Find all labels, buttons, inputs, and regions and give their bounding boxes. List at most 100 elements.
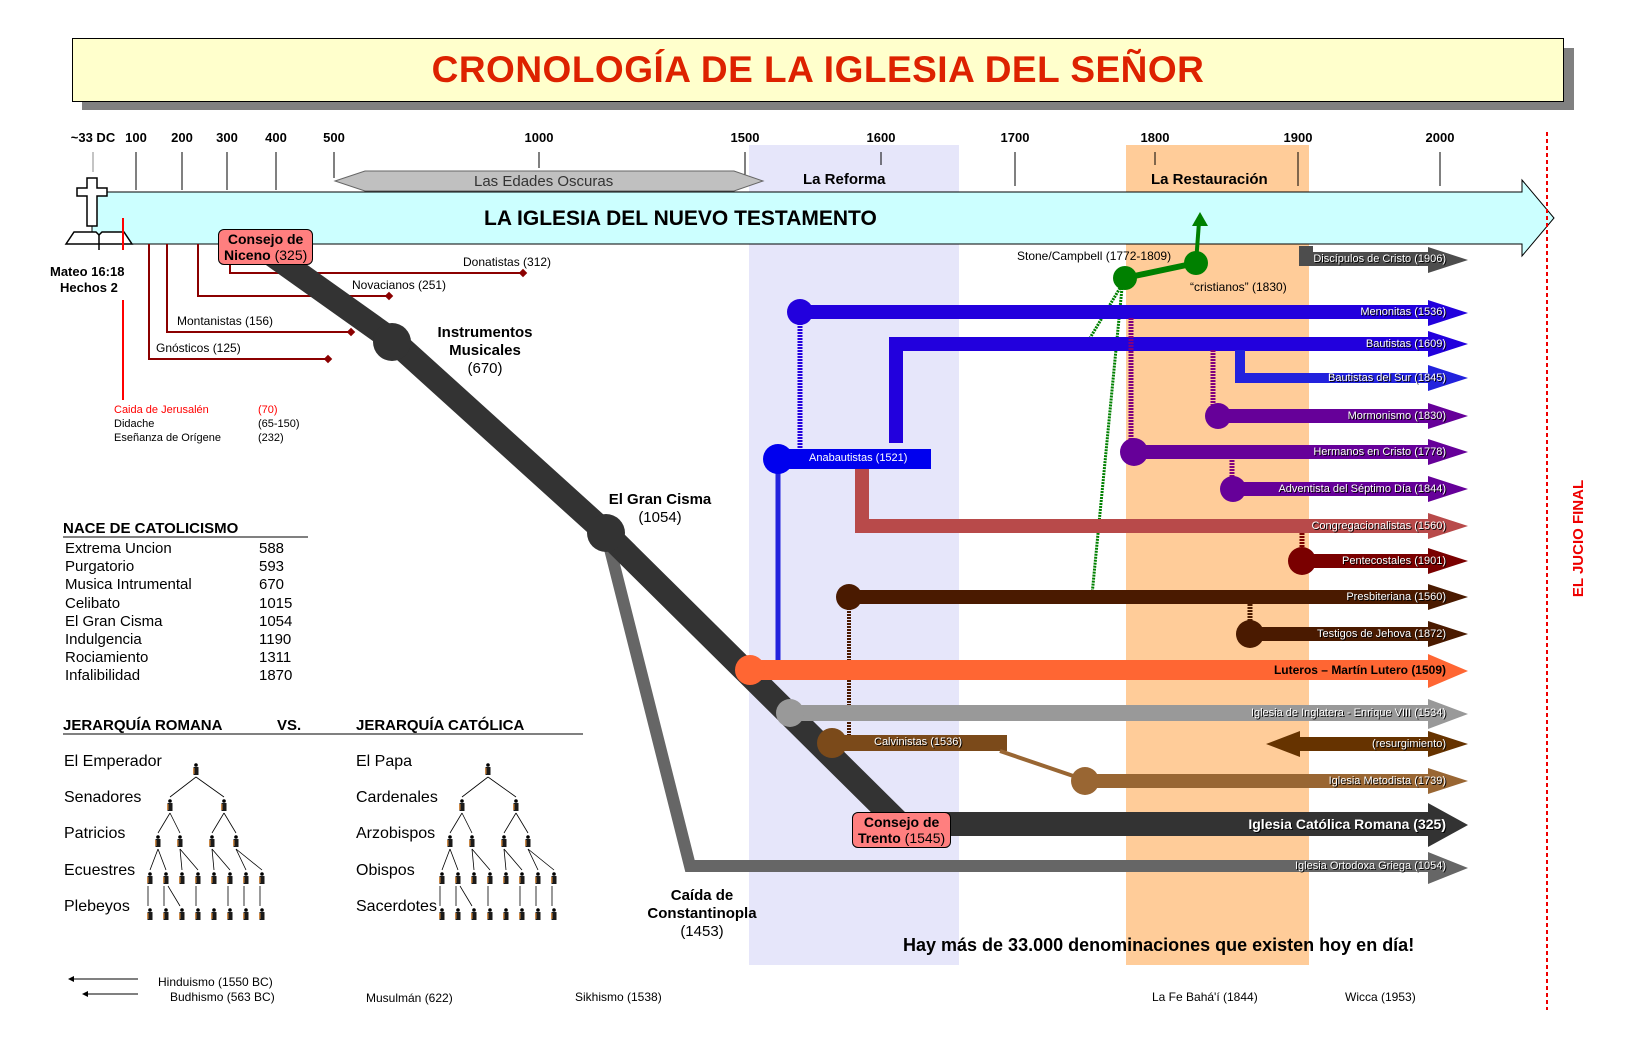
novatians-label: Novacianos (251)	[352, 278, 447, 292]
catholicism-item-name: Purgatorio	[65, 558, 135, 576]
denominations-note: Hay más de 33.000 denominaciones que exi…	[903, 935, 1415, 955]
tick-lines	[92, 152, 1441, 190]
tree-branch	[471, 848, 491, 871]
religion-bahai: La Fe Bahá'í (1844)	[1152, 990, 1258, 1004]
catholic-level-label: Cardenales	[356, 789, 438, 806]
tick-400: 400	[265, 130, 287, 145]
donatists-line	[229, 262, 523, 274]
page-title: CRONOLOGÍA DE LA IGLESIA DEL SEÑOR	[431, 49, 1205, 90]
tree-branch	[235, 848, 263, 871]
schism-label: El Gran Cisma	[608, 491, 712, 508]
person-icon	[513, 799, 519, 811]
tree-branch	[179, 848, 183, 871]
tree-branch	[441, 848, 451, 871]
donatists-label: Donatistas (312)	[463, 255, 552, 269]
catholicism-row: Rociamiento 1311	[65, 649, 291, 667]
person-icon	[501, 835, 507, 847]
event-jerusalem: Caida de Jerusalén	[114, 404, 209, 416]
anabaptists-label: Anabautistas (1521)	[809, 452, 908, 464]
gnostics-line	[148, 244, 328, 360]
tree-branch	[449, 812, 463, 834]
denom-resurgimiento: (resurgimiento)	[1372, 738, 1446, 750]
person-icon	[455, 908, 461, 920]
new-testament-label: LA IGLESIA DEL NUEVO TESTAMENTO	[484, 207, 877, 230]
tree-branch	[169, 776, 197, 798]
orthodox-branch	[600, 531, 1430, 872]
person-icon	[535, 908, 541, 920]
person-icon	[211, 908, 217, 920]
event-origen-year: (232)	[258, 432, 284, 444]
catholicism-item-name: El Gran Cisma	[65, 612, 163, 630]
event-jerusalem-year: (70)	[258, 404, 278, 416]
montanists-label: Montanistas (156)	[177, 314, 274, 328]
hierarchy-trees	[147, 763, 557, 920]
constantinople-milestone: Caída de Constantinopla (1453)	[642, 887, 762, 941]
tree-branch	[503, 812, 517, 834]
catholicism-item-year: 588	[259, 540, 285, 557]
catholicism-item-name: Musica Intrumental	[65, 576, 192, 594]
person-icon	[147, 908, 153, 920]
person-icon	[195, 872, 201, 884]
vs-label: VS.	[277, 717, 302, 734]
person-icon	[163, 908, 169, 920]
catholic-level-label: El Papa	[356, 753, 413, 770]
trent-year: (1545)	[904, 830, 946, 846]
denom-testigos: Testigos de Jehova (1872)	[1316, 628, 1446, 640]
stone-campbell-node	[1113, 266, 1137, 290]
roman-level-label: El Emperador	[64, 753, 162, 770]
tree-branch	[503, 848, 507, 871]
tick-1500: 1500	[730, 130, 760, 145]
tree-branch	[179, 848, 199, 871]
roman-hierarchy-heading: JERARQUÍA ROMANA	[63, 717, 223, 734]
denom-menonitas: Menonitas (1536)	[1360, 306, 1446, 318]
religion-wicca: Wicca (1953)	[1345, 990, 1416, 1004]
instruments-label-1: Instrumentos	[437, 324, 533, 341]
roman-level-label: Patricios	[64, 825, 126, 842]
council-trent: Consejo de Trento (1545)	[852, 812, 952, 848]
catholicism-item-name: Rociamiento	[65, 649, 149, 667]
person-icon	[221, 799, 227, 811]
catholicism-item-year: 1870	[259, 667, 293, 685]
gnostics-end	[323, 354, 333, 364]
donatists-end	[518, 268, 528, 278]
denom-metodista: Iglesia Metodista (1739)	[1328, 775, 1446, 787]
person-icon	[503, 908, 509, 920]
person-icon	[259, 908, 265, 920]
tree-branch	[167, 885, 181, 907]
catholicism-item-year: 1311	[259, 649, 292, 667]
cross-bible-icon	[64, 177, 134, 250]
denom-ortodoxa: Iglesia Ortodoxa Griega (1054)	[1294, 860, 1446, 872]
person-icon	[179, 908, 185, 920]
person-icon	[227, 908, 233, 920]
person-icon	[177, 835, 183, 847]
person-icon	[155, 835, 161, 847]
montanists-line	[166, 244, 351, 333]
gnostics-label: Gnósticos (125)	[156, 341, 241, 355]
nicaea-name: Niceno	[224, 247, 271, 263]
person-icon	[503, 872, 509, 884]
tree-branch	[211, 848, 231, 871]
catholicism-heading: NACE DE CATOLICISMO	[63, 520, 239, 537]
person-icon	[243, 908, 249, 920]
tree-branch	[157, 812, 171, 834]
person-icon	[167, 799, 173, 811]
denom-presbiteriana: Presbiteriana (1560)	[1346, 591, 1446, 603]
person-icon	[459, 799, 465, 811]
tree-branch	[461, 812, 473, 834]
person-icon	[163, 872, 169, 884]
religion-hinduism: Hinduismo (1550 BC)	[158, 975, 273, 989]
denom-mormonismo: Mormonismo (1830)	[1347, 410, 1446, 422]
restoration-label: La Restauración	[1151, 171, 1268, 188]
tick-500: 500	[323, 130, 345, 145]
tick-1900: 1900	[1283, 130, 1313, 145]
person-icon	[487, 908, 493, 920]
council-nicaea: Consejo de Niceno (325)	[218, 229, 314, 265]
denom-catolica: Iglesia Católica Romana (325)	[1248, 816, 1446, 832]
catholicism-item-year: 670	[259, 576, 285, 594]
person-icon	[469, 835, 475, 847]
constantinople-year: (1453)	[680, 923, 724, 940]
